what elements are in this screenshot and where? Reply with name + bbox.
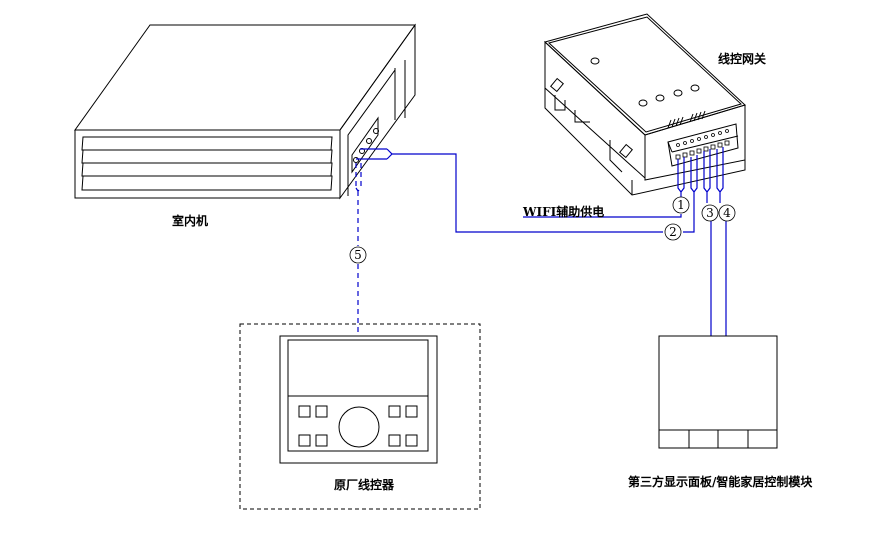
indoor-unit-side [339,23,416,200]
marker-5: 5 [349,246,367,264]
svg-text:2: 2 [669,225,677,239]
controller-body [279,335,438,464]
connector-panel [351,116,379,174]
gateway-device [544,13,746,196]
dashed-boundary [239,323,481,510]
wire-1-lead [523,214,682,218]
indoor-unit [74,23,416,200]
markers: 1 2 3 4 5 [349,196,736,264]
marker-3: 3 [701,204,719,222]
terminal-block [667,123,739,167]
svg-text:1: 1 [677,198,685,212]
marker-1: 1 [672,196,690,214]
original-controller-label: 原厂线控器 [334,478,395,492]
indoor-unit-top [74,24,416,131]
third-party-label: 第三方显示面板/智能家居控制模块 [628,475,813,489]
svg-text:5: 5 [354,248,362,262]
gateway-front [644,104,746,181]
wires [355,147,727,336]
marker-2: 2 [664,223,682,241]
svg-text:3: 3 [706,206,714,220]
gateway-label: 线控网关 [718,52,767,66]
wire-3 [703,149,711,203]
louvers [81,136,333,191]
svg-text:4: 4 [723,206,731,220]
wifi-power-label: WIFI辅助供电 [523,205,605,219]
indoor-unit-label: 室内机 [172,214,209,228]
marker-4: 4 [718,204,736,222]
wire-5 [355,163,362,246]
wire-4 [716,147,724,203]
controller-dial [338,406,380,448]
wire-2 [683,155,698,233]
gateway-vents [667,110,706,129]
controller-buttons [298,405,418,447]
indoor-unit-front [74,129,341,199]
original-controller-group [239,323,481,510]
third-party-panel [658,335,778,449]
